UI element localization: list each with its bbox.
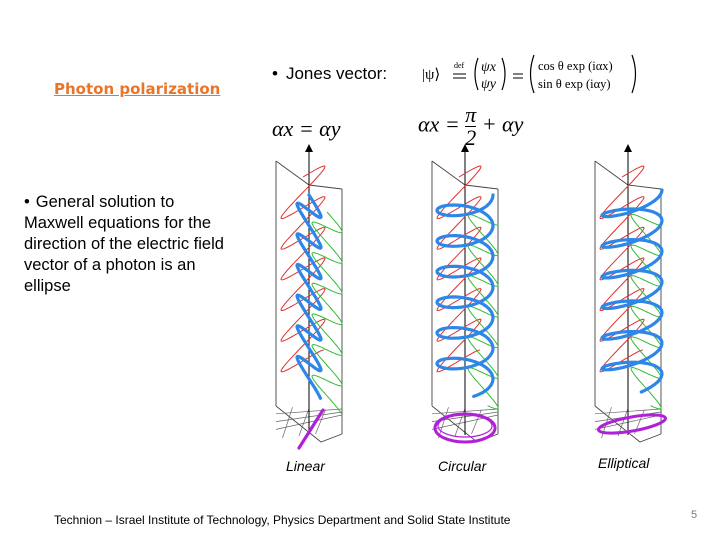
- y-component-wave: [311, 211, 343, 414]
- y-component-wave: [467, 213, 499, 410]
- linear-condition: αx = αy: [272, 116, 341, 141]
- footer-institution: Technion – Israel Institute of Technolog…: [54, 513, 511, 527]
- polarization-projection: [297, 408, 325, 450]
- caption-linear: Linear: [286, 458, 325, 474]
- electric-field-trace: [435, 193, 495, 398]
- floor-edge: [275, 405, 343, 443]
- jones-vec1-bottom: ψy: [481, 77, 497, 92]
- jones-equation: |ψ⟩ def ψx ψy cos θ exp (iαx) sin θ exp …: [420, 52, 650, 101]
- polarization-projection-inner: [437, 414, 493, 438]
- jones-label: Jones vector:: [285, 64, 388, 83]
- circular-condition: αx = π 2 + αy: [418, 104, 523, 149]
- jones-vec2-bottom: sin θ exp (iαy): [538, 77, 611, 91]
- electric-field-trace: [295, 193, 323, 400]
- elliptical-polarization-diagram: [594, 144, 668, 443]
- general-solution-bullet: •General solution to Maxwell equations f…: [24, 192, 236, 297]
- linear-polarization-diagram: [275, 144, 343, 450]
- circular-polarization-diagram: [431, 144, 499, 444]
- circular-condition-lhs: αx =: [418, 111, 466, 137]
- box-edge: [308, 184, 343, 190]
- general-solution-text: General solution to Maxwell equations fo…: [24, 193, 224, 295]
- floor-grid-line: [298, 408, 310, 437]
- box-edge: [627, 184, 662, 190]
- floor-grid-line: [471, 409, 482, 435]
- jones-vector-bullet: • Jones vector:: [272, 64, 387, 84]
- x-component-wave: [280, 165, 326, 373]
- page-number: 5: [691, 509, 698, 521]
- box-edge: [275, 160, 310, 186]
- floor-grid-line: [438, 407, 449, 439]
- jones-def: def: [454, 61, 465, 70]
- bullet-icon: •: [272, 64, 278, 83]
- jones-vec1-top: ψx: [481, 60, 497, 75]
- box-edge: [464, 184, 499, 190]
- polarization-projection: [596, 413, 668, 435]
- polarization-projection: [433, 412, 497, 444]
- floor-edge: [594, 405, 662, 443]
- fraction-numerator: π: [465, 102, 477, 127]
- bullet-icon: •: [24, 193, 30, 211]
- fraction-denominator: 2: [465, 125, 477, 150]
- circular-condition-rhs: + αy: [481, 111, 524, 137]
- caption-elliptical: Elliptical: [598, 455, 650, 471]
- floor-grid-line: [315, 409, 326, 435]
- jones-lhs: |ψ⟩: [422, 67, 440, 83]
- floor-grid-line: [282, 407, 293, 439]
- pi-over-two: π 2: [465, 102, 477, 150]
- box-edge: [594, 160, 629, 186]
- x-component-wave: [599, 165, 645, 373]
- caption-circular: Circular: [438, 458, 487, 474]
- jones-vec2-top: cos θ exp (iαx): [538, 59, 613, 73]
- electric-field-trace: [600, 188, 664, 394]
- box-edge: [431, 160, 466, 186]
- slide-title: Photon polarization: [54, 80, 221, 98]
